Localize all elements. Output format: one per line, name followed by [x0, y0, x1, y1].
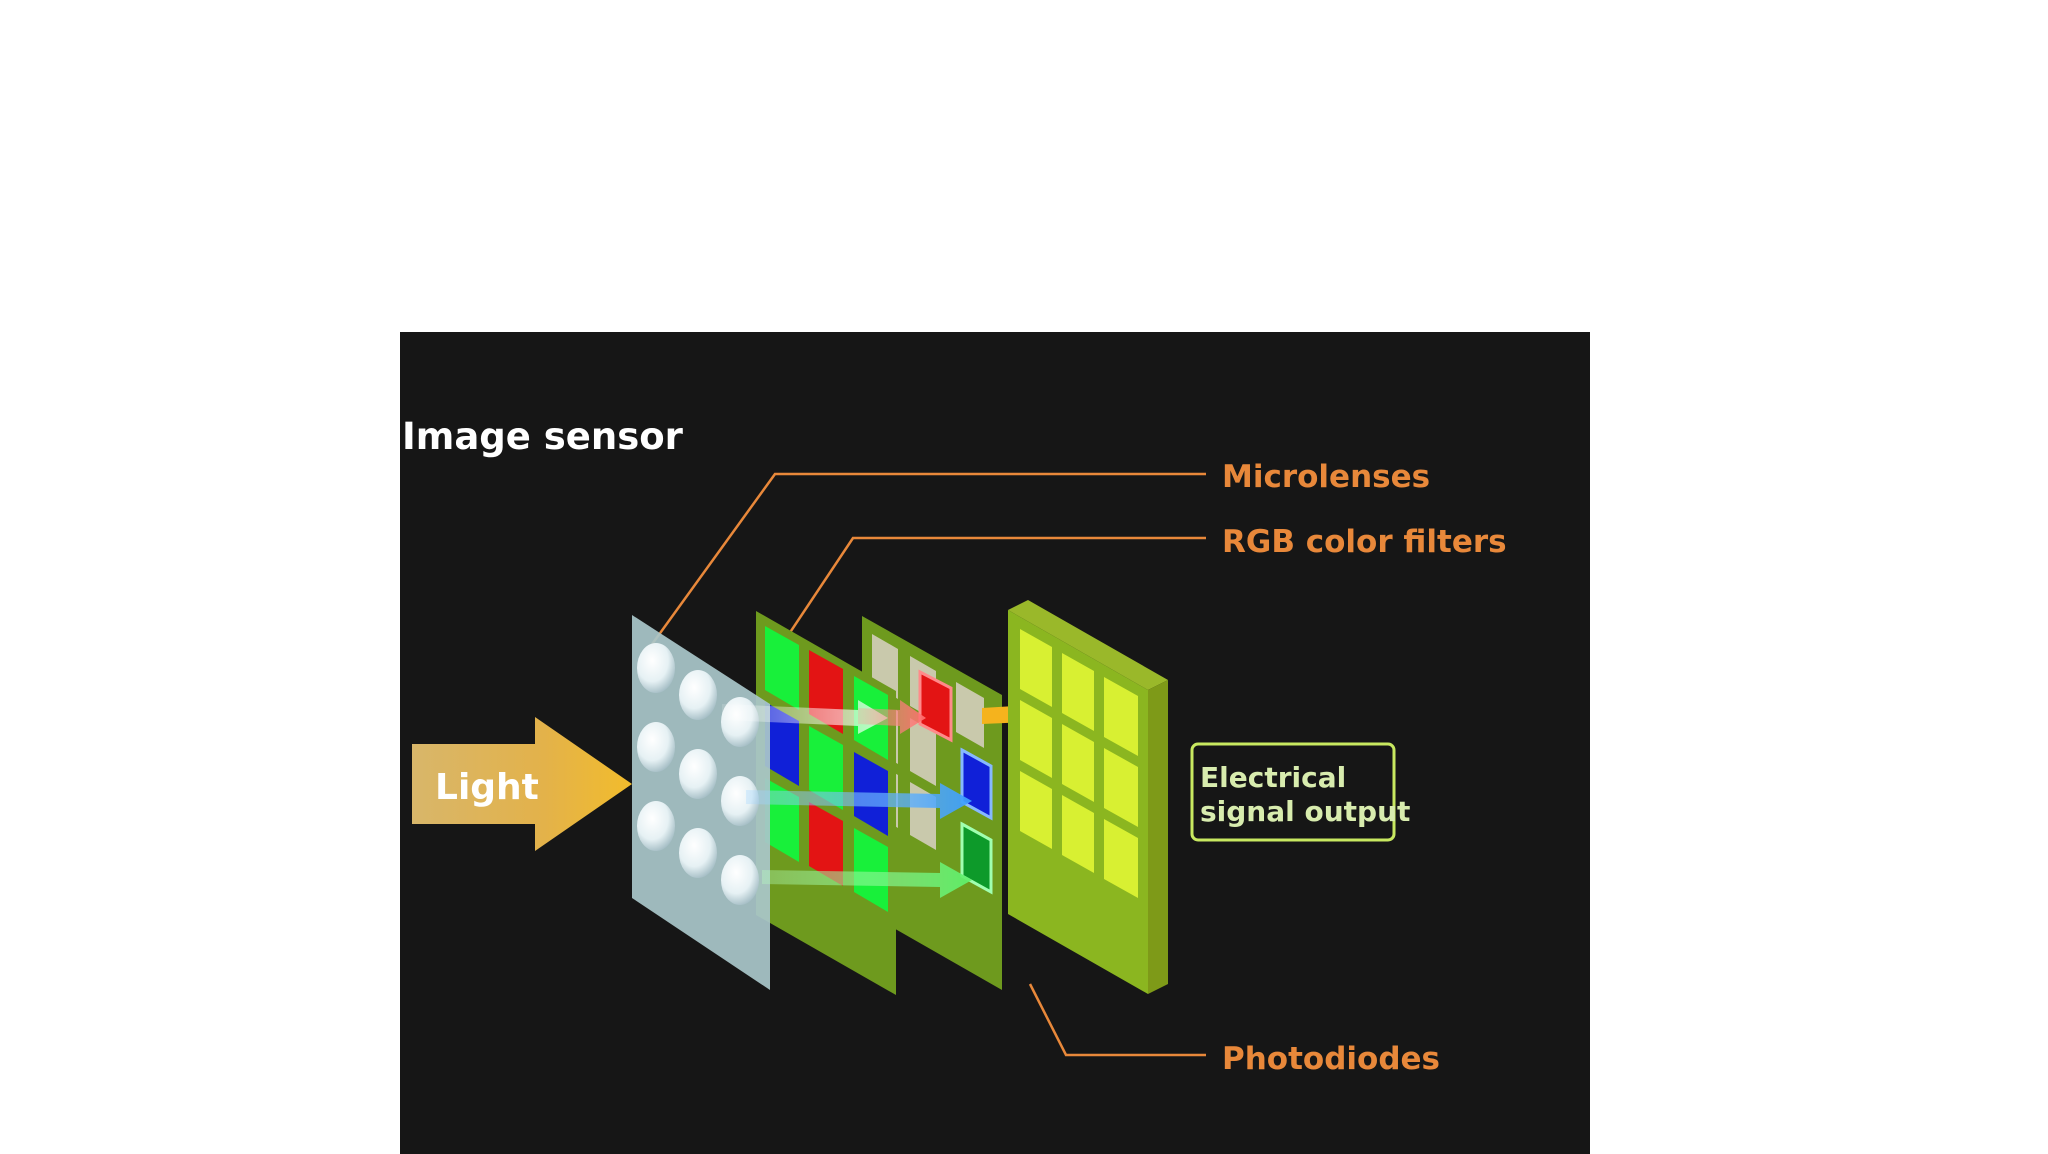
output-label-line2: signal output: [1200, 795, 1410, 828]
light-beams: [722, 700, 972, 898]
output-label-line1: Electrical: [1200, 761, 1346, 794]
callout-lines: [643, 472, 1206, 1057]
photodiode-red-cell: [918, 669, 953, 743]
electrical-signal-output-box: Electrical signal output: [1190, 742, 1410, 842]
signal-output-panel: [1008, 600, 1168, 994]
image-sensor-diagram: Image sensor Microlenses RGB color filte…: [400, 332, 1590, 1154]
diagram-title: Image sensor: [402, 415, 684, 458]
label-microlenses: Microlenses: [1222, 459, 1430, 495]
label-rgb-color-filters: RGB color filters: [1222, 524, 1507, 560]
photodiode-green-cell: [960, 821, 993, 895]
light-arrow: Light: [412, 717, 632, 851]
label-photodiodes: Photodiodes: [1222, 1041, 1440, 1077]
light-label: Light: [435, 767, 539, 808]
